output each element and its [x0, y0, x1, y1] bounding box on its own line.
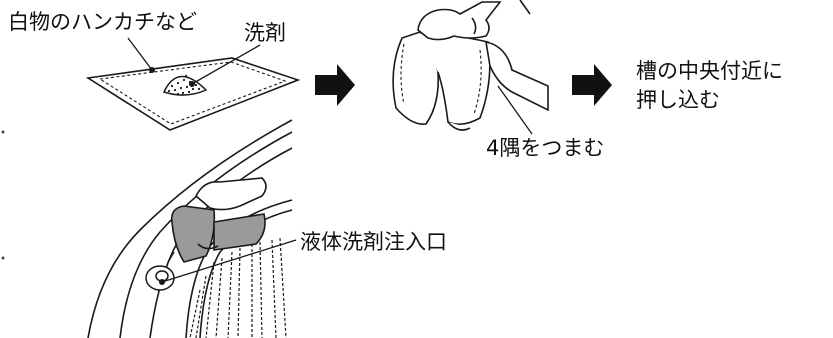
leader-lines-step1: [127, 37, 261, 88]
bullet-dot: [1, 256, 5, 260]
label-push-into-tub-line1: 槽の中央付近に: [636, 59, 783, 83]
leader-line-step2: [497, 85, 533, 135]
hand-pouring: [170, 177, 267, 263]
label-handkerchief: 白物のハンカチなど: [8, 10, 197, 34]
pinching-hands: [417, 0, 549, 112]
arrow-right-icon: [315, 64, 355, 106]
arrow-right-icon: [572, 64, 612, 106]
pinched-cloth: [392, 31, 491, 131]
label-liquid-inlet: 液体洗剤注入口: [300, 230, 447, 254]
leader-line-step3: [158, 239, 297, 286]
label-push-into-tub-line2: 押し込む: [636, 88, 720, 112]
label-detergent: 洗剤: [244, 21, 286, 45]
tub-holes-pattern: [189, 237, 287, 338]
label-pinch-corners: 4隅をつまむ: [486, 136, 605, 160]
bullet-dot: [1, 130, 5, 134]
